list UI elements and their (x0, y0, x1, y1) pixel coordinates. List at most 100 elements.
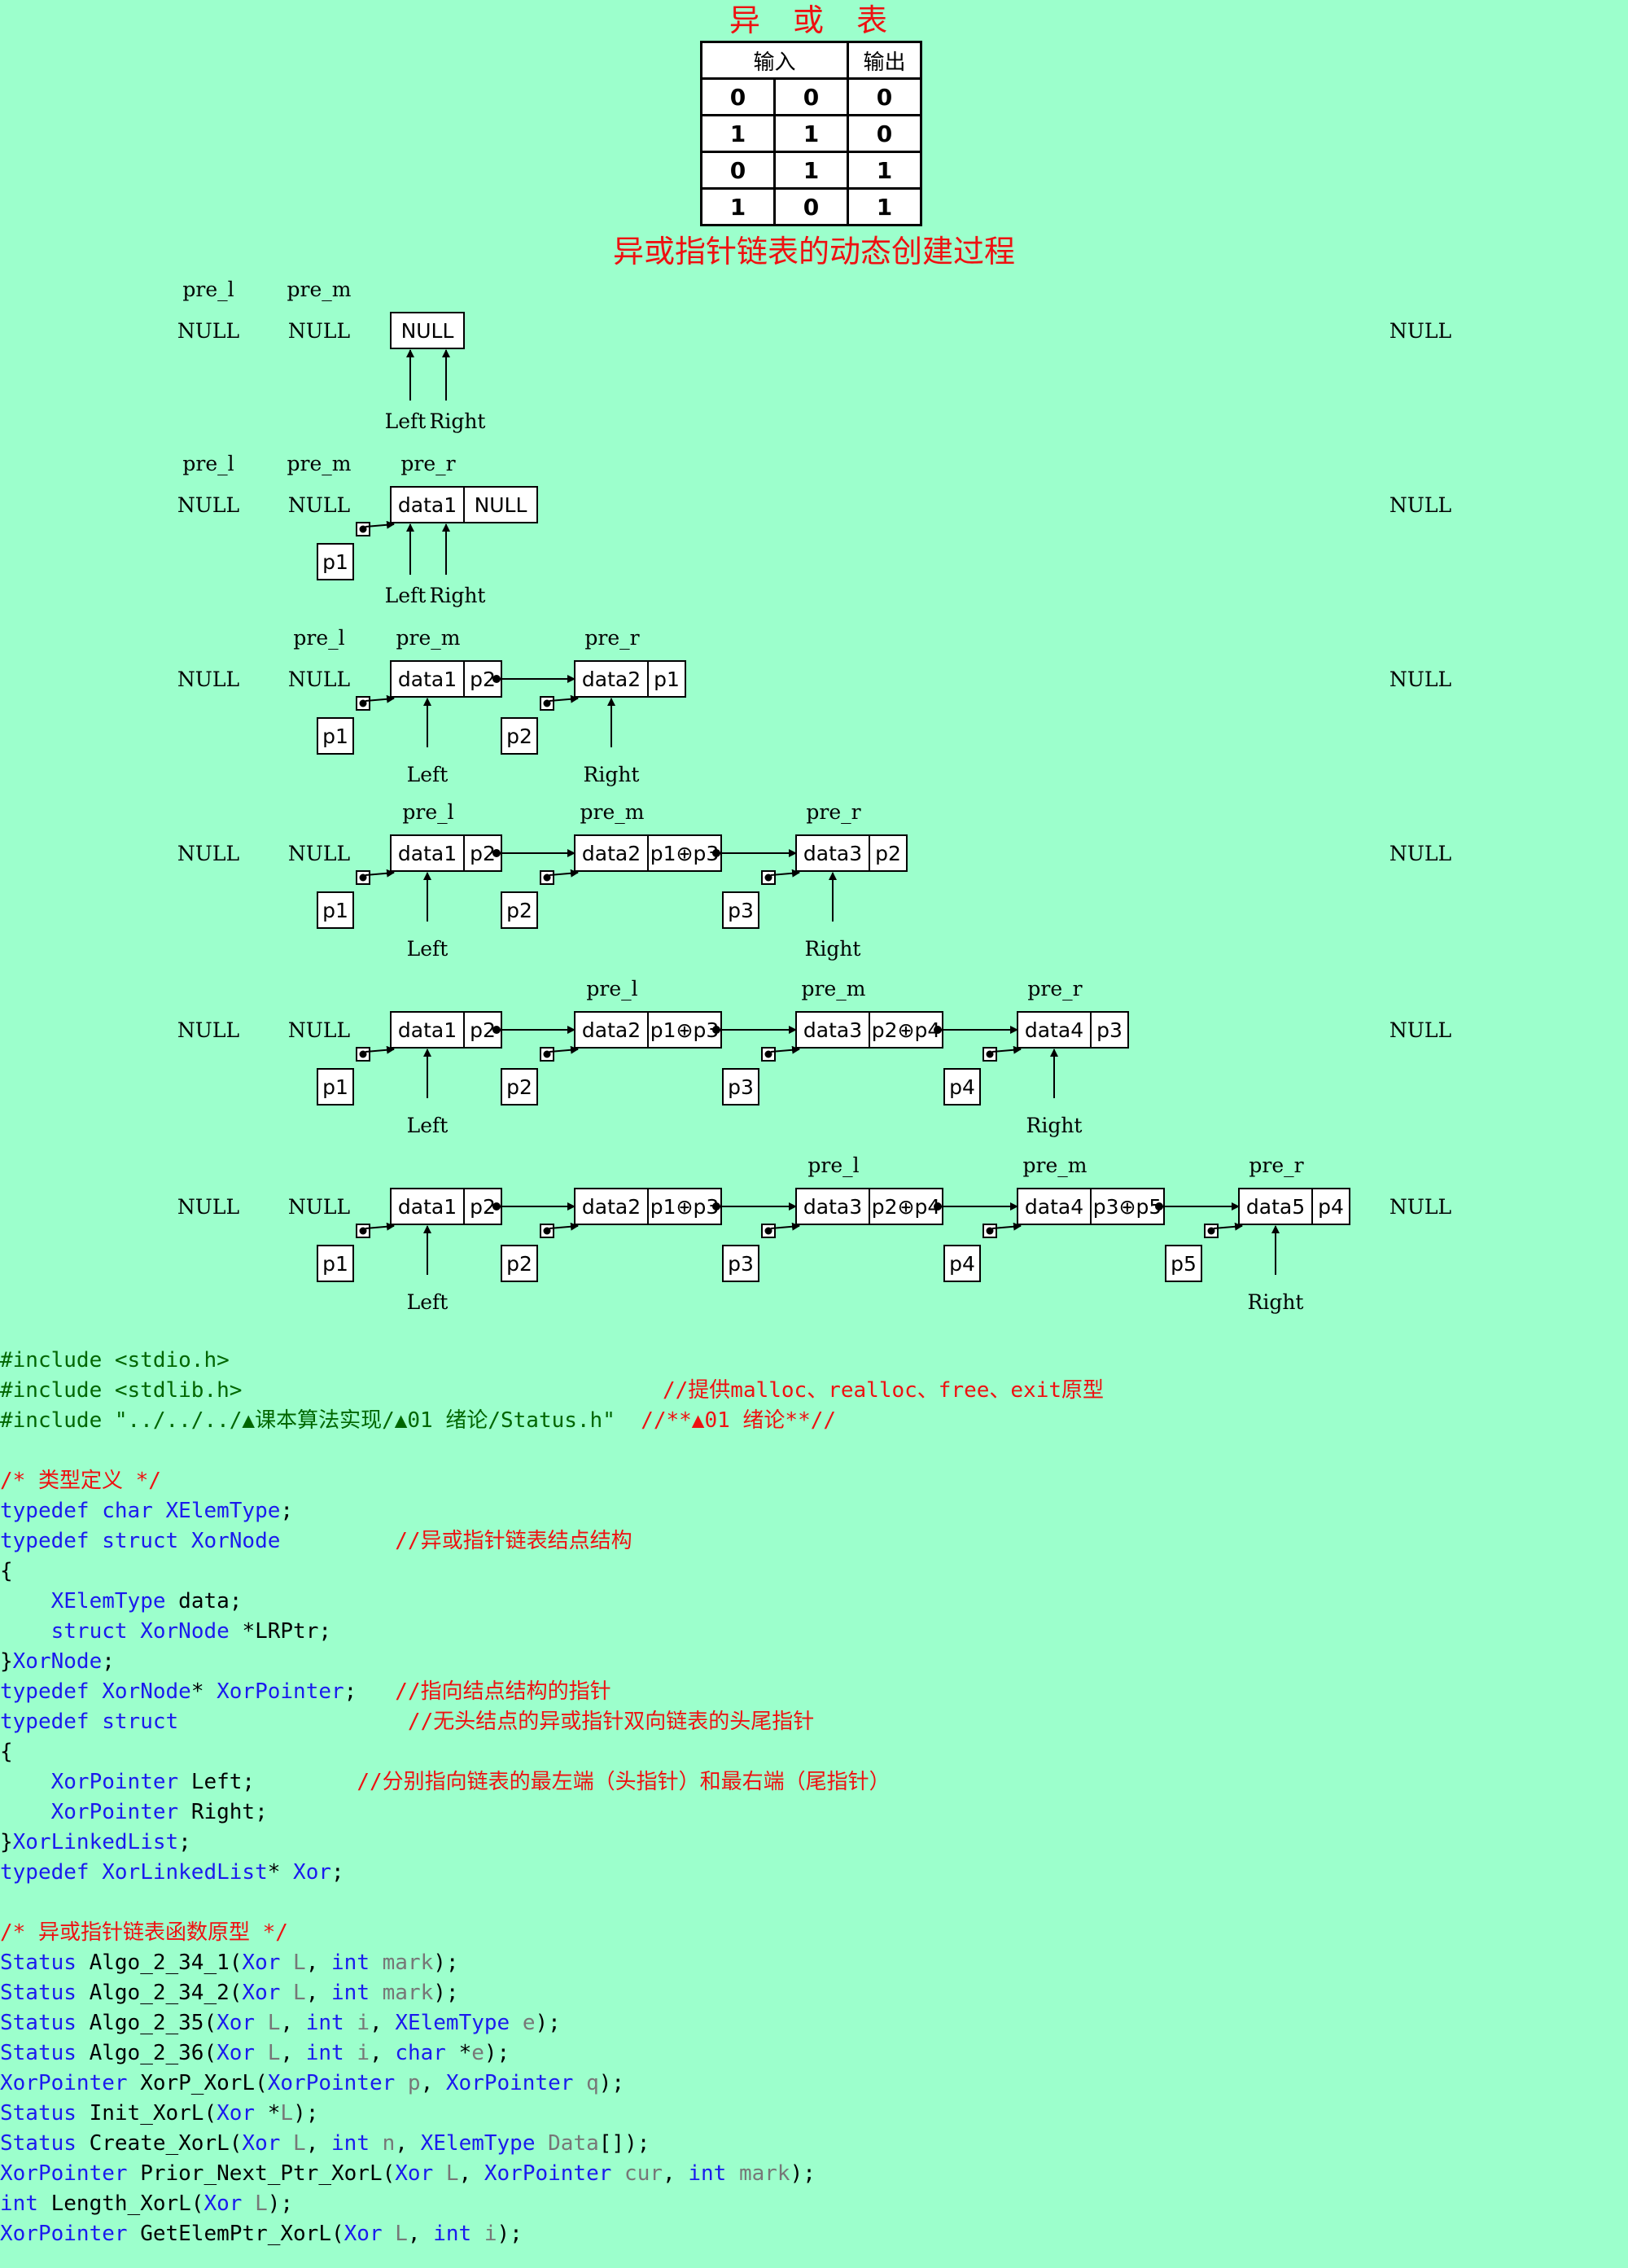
code-token: XorPointer (484, 2161, 625, 2186)
null-label-right: NULL (1389, 319, 1451, 343)
pointer-arrow (365, 694, 395, 703)
node-data: data3 (803, 1018, 862, 1042)
code-token: struct (102, 1710, 179, 1734)
code-token: ); (293, 2101, 319, 2126)
node-cell (463, 486, 538, 523)
code-token: } (0, 1830, 13, 1854)
code-token: #include "../../../▲课本算法实现/▲01 绪论/Status… (0, 1408, 641, 1433)
code-token: XorPointer (50, 1770, 191, 1794)
right-label: Right (430, 409, 486, 433)
node-cell (869, 834, 908, 872)
code-token: ; (178, 1830, 191, 1854)
code-token: char (102, 1499, 166, 1523)
node-data: data1 (398, 842, 457, 865)
pointer-box (722, 1068, 759, 1106)
code-token: ); (433, 1981, 459, 2005)
code-token: Create_XorL( (89, 2131, 243, 2156)
code-token: p (407, 2071, 421, 2095)
code-token: Xor (344, 2222, 396, 2246)
code-line: typedef char XElemType; (0, 1496, 1628, 1526)
pointer-dot (764, 873, 772, 882)
table-cell: 1 (700, 187, 776, 226)
code-token: Xor (242, 1951, 294, 1975)
code-token: Prior_Next_Ptr_XorL( (140, 2161, 396, 2186)
code-token: Algo_2_34_1( (89, 1951, 243, 1975)
code-token: Xor (217, 2101, 268, 2126)
code-line (0, 1436, 1628, 1466)
pointer-box-label: p1 (322, 725, 348, 748)
code-token: L (267, 2011, 281, 2035)
node-cell (1017, 1188, 1092, 1225)
pointer-box (1165, 1245, 1202, 1282)
code-token: struct (102, 1529, 191, 1553)
pointer-box-label: p5 (1171, 1252, 1197, 1276)
pointer-label-pre-l: pre_l (402, 800, 453, 824)
table-cell: 1 (847, 151, 922, 190)
xor-truth-table: 输入 输出 0 0 0 1 1 0 0 1 1 1 0 1 (700, 41, 922, 226)
null-label-right: NULL (1389, 493, 1451, 517)
node-cell (390, 1188, 465, 1225)
node-link: p2 (875, 842, 901, 865)
node-link: p1 (654, 668, 680, 691)
code-token: Algo_2_36( (89, 2041, 217, 2065)
pointer-label-pre-r: pre_r (400, 452, 455, 475)
code-token: Xor (204, 2191, 256, 2216)
code-token: int (305, 2041, 357, 2065)
code-token: Left; (190, 1770, 357, 1794)
code-token: Xor (217, 2011, 268, 2035)
pointer-label-pre-r: pre_r (584, 626, 639, 650)
pointer-dot (986, 1050, 994, 1058)
code-token: i (357, 2041, 370, 2065)
code-line: typedef struct //无头结点的异或指针双向链表的头尾指针 (0, 1707, 1628, 1737)
pointer-label-pre-m: pre_m (802, 977, 866, 1000)
pointer-box (317, 891, 354, 929)
table-cell: 1 (700, 114, 776, 153)
pointer-arrow (549, 694, 579, 703)
node-link: p2⊕p4 (872, 1195, 941, 1219)
pointer-box-label: p2 (506, 1252, 532, 1276)
code-line: #include "../../../▲课本算法实现/▲01 绪论/Status… (0, 1406, 1628, 1436)
pointer-label-pre-l: pre_l (182, 452, 234, 475)
code-token: , (280, 2011, 306, 2035)
pointer-label-pre-l: pre_l (182, 278, 234, 301)
pointer-arrow (365, 1045, 395, 1054)
code-token: XElemType (165, 1499, 281, 1523)
node-cell (1090, 1011, 1129, 1049)
left-label: Left (407, 1290, 449, 1314)
pointer-label-pre-m: pre_m (1023, 1154, 1088, 1177)
code-token: Length_XorL( (50, 2191, 204, 2216)
pointer-arrow (770, 1045, 800, 1054)
code-token: Status (0, 2101, 90, 2126)
pointer-arrow (991, 1045, 1022, 1054)
node-link: p3 (1096, 1018, 1123, 1042)
code-token: //分别指向链表的最左端（头指针）和最右端（尾指针） (357, 1770, 891, 1794)
code-line: /* 异或指针链表函数原型 */ (0, 1918, 1628, 1948)
null-label: NULL (288, 842, 350, 865)
null-label: NULL (288, 1195, 350, 1219)
code-token: Status (0, 2131, 90, 2156)
code-token: *LRPtr; (242, 1619, 332, 1644)
code-line: XElemType data; (0, 1587, 1628, 1617)
pointer-box (943, 1245, 981, 1282)
node-link: NULL (475, 493, 527, 517)
code-token: XorPointer (0, 2222, 141, 2246)
code-token: mark (382, 1951, 434, 1975)
table-cell: 0 (700, 151, 776, 190)
node-cell (1238, 1188, 1313, 1225)
node-cell (390, 1011, 465, 1049)
code-token: XorPointer (217, 1679, 344, 1704)
code-token: int (305, 2011, 357, 2035)
null-label: NULL (288, 668, 350, 691)
table-row: 0 1 1 (700, 151, 922, 190)
left-label: Left (407, 937, 449, 961)
code-token (0, 1800, 51, 1824)
pointer-box-label: p1 (322, 550, 348, 574)
pointer-dot (543, 1227, 551, 1235)
code-token: , (407, 2222, 434, 2246)
code-token: L (445, 2161, 459, 2186)
node-cell (390, 312, 465, 349)
code-token: ; (331, 1860, 344, 1885)
node-link: p2 (470, 668, 496, 691)
pointer-arrow (549, 869, 579, 878)
diagram-subtitle: 异或指针链表的动态创建过程 (612, 234, 1015, 269)
